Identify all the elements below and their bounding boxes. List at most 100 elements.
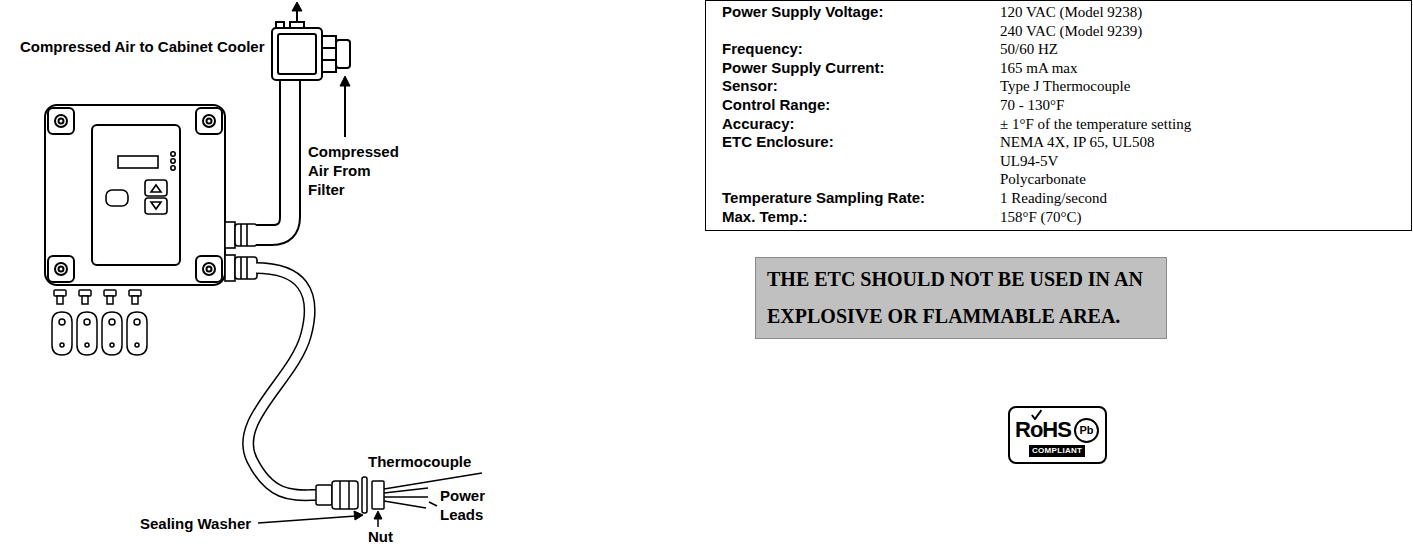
spec-label: Power Supply Voltage: xyxy=(722,3,883,21)
spec-value: 70 - 130°F xyxy=(1000,96,1064,114)
callout-label: Nut xyxy=(368,529,393,544)
spec-value: NEMA 4X, IP 65, UL508 xyxy=(1000,133,1154,151)
wire-leads xyxy=(384,473,482,489)
gland-assembly xyxy=(348,481,350,509)
mounting-bracket xyxy=(109,319,115,325)
flow-arrow xyxy=(344,84,346,137)
cable-gland xyxy=(240,224,242,246)
wire-leads xyxy=(384,496,428,498)
controller-buttons xyxy=(145,198,167,214)
mounting-bracket xyxy=(52,312,72,355)
compliant-band: COMPLIANT xyxy=(1029,445,1085,457)
spec-label: Control Range: xyxy=(722,96,830,114)
mounting-screw xyxy=(107,296,113,304)
controller-buttons xyxy=(151,202,161,209)
controller-housing xyxy=(48,256,74,282)
mounting-screw xyxy=(54,290,66,296)
spec-table-box: Power Supply Voltage:120 VAC (Model 9238… xyxy=(705,0,1412,231)
air-pipe xyxy=(256,79,290,235)
rohs-mark: RoHS xyxy=(1015,419,1071,441)
controller-housing xyxy=(45,105,225,285)
check-mark xyxy=(1032,410,1042,419)
warning-text: THE ETC SHOULD NOT BE USED IN AN EXPLOSI… xyxy=(756,258,1166,338)
gland-assembly xyxy=(316,485,332,505)
controller-housing xyxy=(196,256,222,282)
mounting-screw xyxy=(129,290,141,296)
controller-housing xyxy=(55,115,67,127)
gland-assembly xyxy=(316,477,384,513)
mounting-bracket xyxy=(127,312,147,355)
cable-gland xyxy=(225,222,257,281)
solenoid-valve xyxy=(272,22,350,80)
leader-line xyxy=(429,502,437,506)
mounting-bracket xyxy=(85,343,89,347)
controller-housing xyxy=(45,105,225,285)
flow-arrow xyxy=(292,2,350,137)
controller-display xyxy=(118,152,175,170)
controller-buttons xyxy=(106,180,167,214)
solenoid-valve xyxy=(322,36,336,72)
sensor-cable xyxy=(248,268,318,495)
controller-housing xyxy=(59,267,64,272)
leader-line xyxy=(374,511,382,519)
spec-value: 1 Reading/second xyxy=(1000,189,1107,207)
controller-display xyxy=(171,159,175,163)
spec-value: 240 VAC (Model 9239) xyxy=(1000,22,1142,40)
wire-leads xyxy=(384,488,428,493)
spec-value: 50/60 HZ xyxy=(1000,40,1058,58)
leader-line xyxy=(258,516,356,523)
controller-display xyxy=(118,156,158,168)
mounting-bracket xyxy=(134,319,140,325)
solenoid-valve xyxy=(272,28,322,80)
spec-label: ETC Enclosure: xyxy=(722,133,834,151)
controller-housing xyxy=(59,119,64,124)
cable-gland xyxy=(246,224,248,246)
mounting-bracket xyxy=(59,319,65,325)
mounting-screw xyxy=(54,290,141,304)
mounting-screw xyxy=(132,296,138,304)
solenoid-valve xyxy=(336,40,350,68)
callout-label: Compressed Air to Cabinet Cooler xyxy=(20,37,264,56)
gland-assembly xyxy=(372,481,384,509)
cable-gland xyxy=(235,257,257,279)
cable-gland xyxy=(246,257,248,279)
mounting-bracket xyxy=(60,343,64,347)
cable-gland xyxy=(240,257,242,279)
solenoid-valve xyxy=(278,34,316,74)
controller-housing xyxy=(203,263,215,275)
mounting-bracket xyxy=(110,343,114,347)
sensor-cable xyxy=(248,268,319,495)
spec-label: Accuracy: xyxy=(722,115,795,133)
mounting-bracket xyxy=(52,312,147,355)
controller-housing xyxy=(48,108,74,134)
mounting-screw xyxy=(57,296,63,304)
solenoid-valve xyxy=(322,47,336,49)
gland-assembly xyxy=(332,481,358,509)
cable-gland xyxy=(235,224,257,246)
mounting-screw xyxy=(82,296,88,304)
controller-buttons xyxy=(106,190,128,206)
wire-leads xyxy=(384,501,426,508)
controller-buttons xyxy=(145,180,167,196)
controller-housing xyxy=(203,115,215,127)
spec-value: UL94-5V xyxy=(1000,152,1058,170)
spec-label: Temperature Sampling Rate: xyxy=(722,189,925,207)
pb-free-circle: Pb xyxy=(1074,418,1099,443)
spec-label: Frequency: xyxy=(722,40,803,58)
warning-box: THE ETC SHOULD NOT BE USED IN AN EXPLOSI… xyxy=(755,257,1167,339)
air-pipe xyxy=(257,80,290,235)
controller-housing xyxy=(207,267,212,272)
rohs-logo: RoHS COMPLIANT Pb xyxy=(1008,406,1107,464)
callout-label: Thermocouple xyxy=(368,452,471,471)
solenoid-valve xyxy=(322,59,336,61)
callout-label: Sealing Washer xyxy=(140,514,251,533)
mounting-screw xyxy=(79,290,91,296)
leader-line xyxy=(258,502,437,527)
spec-value: Type J Thermocouple xyxy=(1000,77,1130,95)
spec-value: ± 1°F of the temperature setting xyxy=(1000,115,1191,133)
controller-housing xyxy=(55,263,67,275)
mounting-bracket xyxy=(84,319,90,325)
sensor-cable xyxy=(248,268,319,495)
cable-gland xyxy=(225,255,235,281)
